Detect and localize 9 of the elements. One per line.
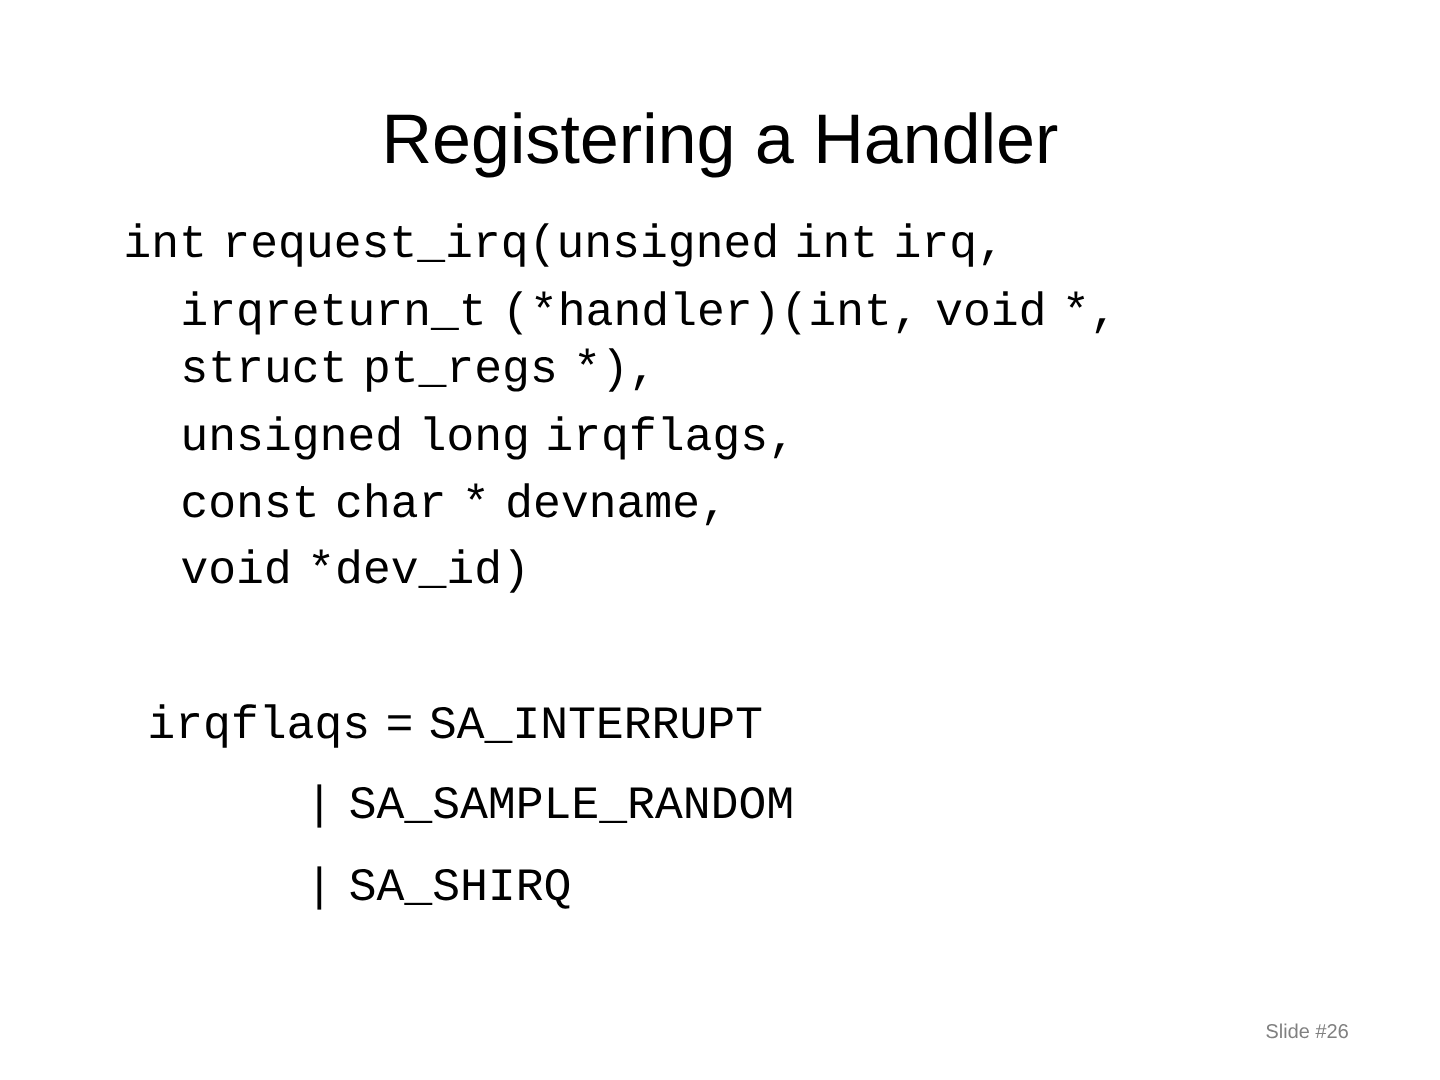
code-line: | SA_SHIRQ xyxy=(317,866,570,910)
code-line: int request_irq(unsigned int irq, xyxy=(126,223,993,267)
slide-title: Registering a Handler xyxy=(387,112,1058,178)
code-line: | SA_SAMPLE_RANDOM xyxy=(317,784,792,828)
code-line: irqflaqs = SA_INTERRUPT xyxy=(150,704,762,748)
slide-number: Slide #26 xyxy=(1266,1023,1348,1039)
code-line: void *dev_id) xyxy=(182,549,523,593)
code-line: const char * devname, xyxy=(183,483,716,526)
code-line: unsigned long irqflags, xyxy=(184,416,784,460)
